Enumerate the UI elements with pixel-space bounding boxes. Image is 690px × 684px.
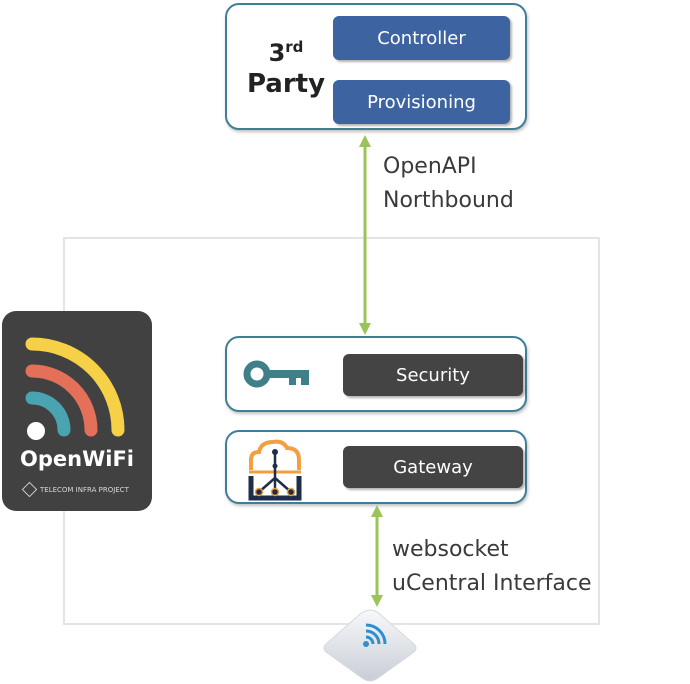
gateway-button[interactable]: Gateway	[343, 446, 523, 488]
southbound-label-line1: websocket	[392, 537, 509, 562]
title-superscript: rd	[285, 38, 304, 56]
third-party-title: 3rd Party	[241, 33, 331, 101]
third-party-card: 3rd Party Controller Provisioning	[225, 3, 527, 130]
openwifi-wordmark: OpenWiFi	[20, 447, 134, 471]
key-icon	[243, 360, 309, 388]
security-card: Security	[225, 336, 527, 412]
gateway-card: Gateway	[225, 430, 527, 504]
controller-button[interactable]: Controller	[333, 16, 510, 60]
tip-badge: TELECOM INFRA PROJECT	[21, 481, 144, 498]
access-point-icon	[323, 609, 417, 682]
security-button[interactable]: Security	[343, 354, 523, 396]
southbound-label-line2: uCentral Interface	[392, 571, 592, 596]
northbound-label-line2: Northbound	[383, 188, 514, 213]
openwifi-logo: OpenWiFi TELECOM INFRA PROJECT	[2, 311, 152, 511]
cloud-gateway-icon	[248, 439, 302, 501]
northbound-label-line1: OpenAPI	[383, 154, 477, 179]
southbound-label: websocket uCentral Interface	[392, 533, 592, 601]
tip-text: TELECOM INFRA PROJECT	[40, 485, 129, 494]
southbound-arrow	[371, 505, 383, 607]
northbound-arrow	[359, 135, 371, 335]
tip-diamond-icon	[21, 481, 38, 498]
northbound-label: OpenAPI Northbound	[383, 150, 514, 218]
title-party: Party	[246, 69, 326, 99]
provisioning-button[interactable]: Provisioning	[333, 80, 510, 124]
title-number: 3	[268, 39, 286, 67]
wifi-signal-icon	[25, 337, 125, 440]
